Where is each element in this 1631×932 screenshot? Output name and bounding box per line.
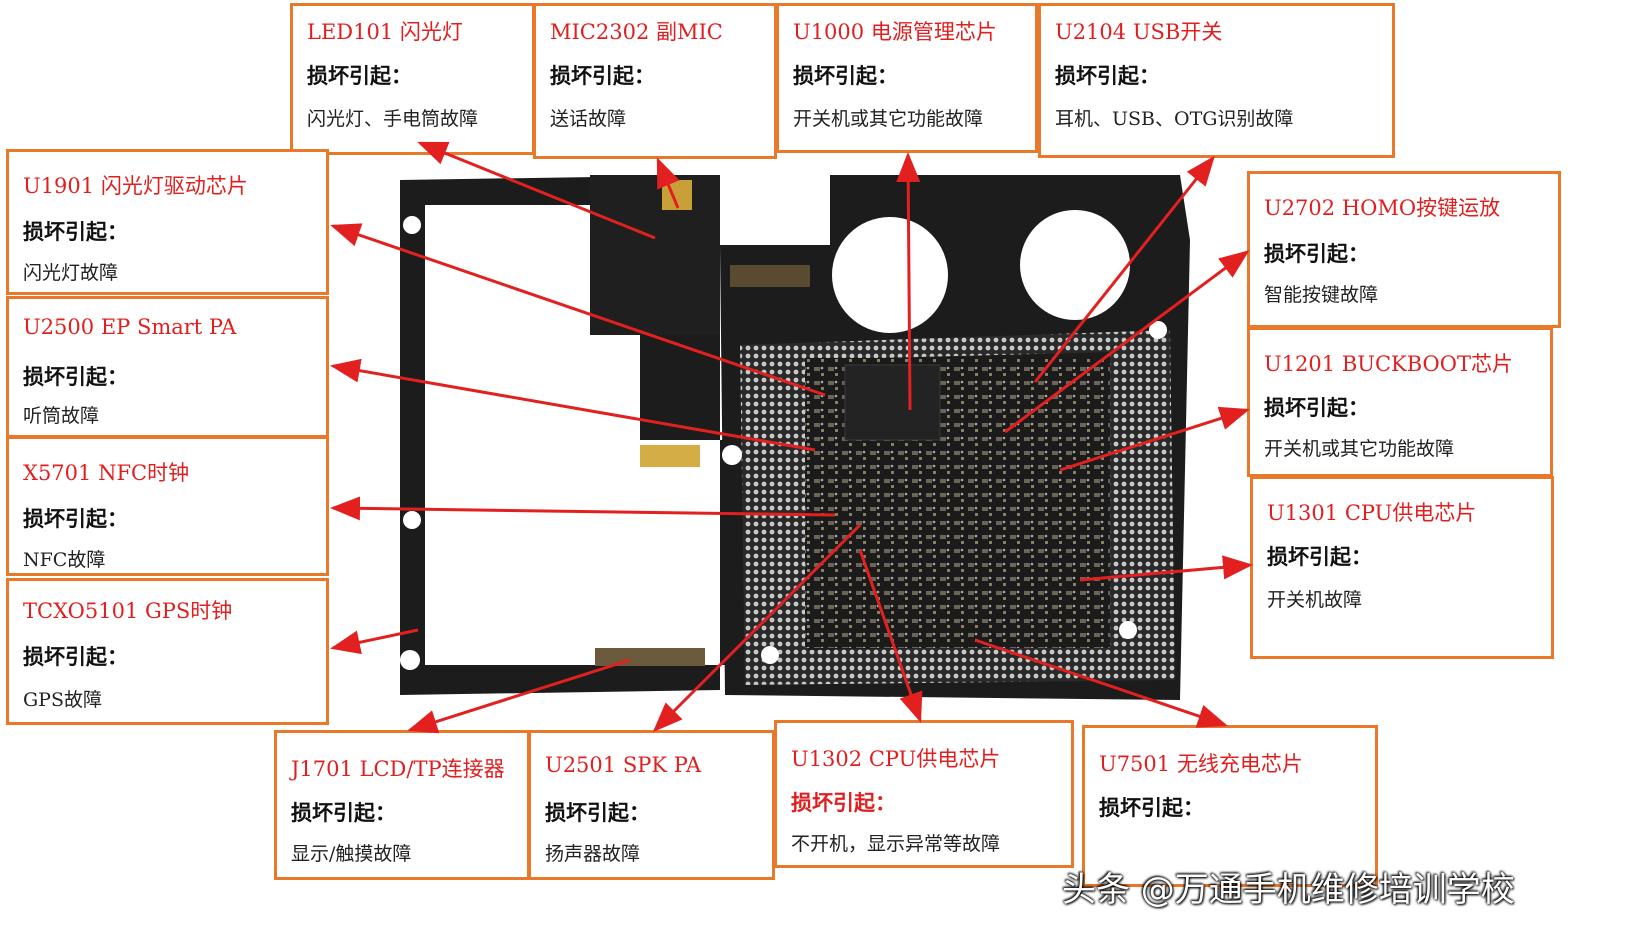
lcd-connector bbox=[595, 648, 705, 666]
label-x5701: X5701 NFC时钟 损坏引起： NFC故障 bbox=[6, 436, 329, 576]
label-tcxo5101: TCXO5101 GPS时钟 损坏引起： GPS故障 bbox=[6, 578, 329, 725]
label-fault: 开关机故障 bbox=[1267, 589, 1363, 611]
label-cause: 损坏引起： bbox=[550, 63, 655, 88]
label-title: TCXO5101 GPS时钟 bbox=[23, 599, 233, 623]
label-u1201: U1201 BUCKBOOT芯片 损坏引起： 开关机或其它功能故障 bbox=[1247, 327, 1553, 477]
label-u1301: U1301 CPU供电芯片 损坏引起： 开关机故障 bbox=[1250, 476, 1554, 659]
flex-connector bbox=[730, 265, 810, 287]
label-cause: 损坏引起： bbox=[1055, 63, 1160, 88]
label-u1302: U1302 CPU供电芯片 损坏引起： 不开机，显示异常等故障 bbox=[774, 720, 1074, 868]
label-mic2302: MIC2302 副MIC 损坏引起： 送话故障 bbox=[533, 3, 777, 159]
label-j1701: J1701 LCD/TP连接器 损坏引起： 显示/触摸故障 bbox=[274, 730, 530, 880]
label-fault: 开关机或其它功能故障 bbox=[793, 108, 984, 130]
label-cause: 损坏引起： bbox=[1099, 795, 1204, 820]
label-title: U2501 SPK PA bbox=[545, 753, 702, 777]
label-cause: 损坏引起： bbox=[291, 800, 396, 825]
label-title: U1301 CPU供电芯片 bbox=[1267, 501, 1477, 525]
label-title: J1701 LCD/TP连接器 bbox=[291, 757, 505, 781]
label-title: MIC2302 副MIC bbox=[550, 20, 723, 44]
label-u7501: U7501 无线充电芯片 损坏引起： bbox=[1082, 725, 1378, 887]
label-u2702: U2702 HOMO按键运放 损坏引起： 智能按键故障 bbox=[1247, 171, 1561, 328]
label-cause: 损坏引起： bbox=[23, 364, 128, 389]
label-u1000: U1000 电源管理芯片 损坏引起： 开关机或其它功能故障 bbox=[776, 3, 1038, 153]
label-title: U7501 无线充电芯片 bbox=[1099, 752, 1303, 776]
label-fault: 送话故障 bbox=[550, 108, 627, 130]
label-cause: 损坏引起： bbox=[23, 219, 128, 244]
label-title: U2500 EP Smart PA bbox=[23, 315, 237, 339]
label-led101: LED101 闪光灯 损坏引起： 闪光灯、手电筒故障 bbox=[290, 3, 535, 155]
label-u2500: U2500 EP Smart PA 损坏引起： 听筒故障 bbox=[6, 296, 329, 438]
label-title: X5701 NFC时钟 bbox=[23, 461, 190, 485]
label-fault: 开关机或其它功能故障 bbox=[1264, 438, 1455, 460]
label-title: U1302 CPU供电芯片 bbox=[791, 747, 1001, 771]
label-fault: 扬声器故障 bbox=[545, 843, 641, 865]
label-fault: 闪光灯故障 bbox=[23, 262, 119, 284]
label-title: U1201 BUCKBOOT芯片 bbox=[1264, 352, 1513, 376]
label-cause: 损坏引起： bbox=[791, 790, 896, 815]
label-fault: 闪光灯、手电筒故障 bbox=[307, 108, 479, 130]
camera-hole-right bbox=[1020, 210, 1130, 320]
label-title: U2702 HOMO按键运放 bbox=[1264, 196, 1501, 220]
label-fault: 智能按键故障 bbox=[1264, 284, 1379, 306]
label-u1901: U1901 闪光灯驱动芯片 损坏引起： 闪光灯故障 bbox=[6, 149, 329, 295]
label-cause: 损坏引起： bbox=[545, 800, 650, 825]
label-cause: 损坏引起： bbox=[23, 506, 128, 531]
label-fault: NFC故障 bbox=[23, 549, 106, 571]
label-fault: 听筒故障 bbox=[23, 405, 100, 427]
label-title: LED101 闪光灯 bbox=[307, 20, 463, 44]
label-cause: 损坏引起： bbox=[307, 63, 412, 88]
label-u2501: U2501 SPK PA 损坏引起： 扬声器故障 bbox=[528, 730, 775, 880]
label-u2104: U2104 USB开关 损坏引起： 耳机、USB、OTG识别故障 bbox=[1038, 3, 1395, 158]
label-cause: 损坏引起： bbox=[1267, 544, 1372, 569]
board-top-section bbox=[590, 175, 720, 335]
label-title: U2104 USB开关 bbox=[1055, 20, 1223, 44]
watermark: 头条 @万通手机维修培训学校 bbox=[1062, 870, 1515, 910]
label-cause: 损坏引起： bbox=[23, 644, 128, 669]
label-fault: 不开机，显示异常等故障 bbox=[791, 833, 1001, 855]
label-fault: 耳机、USB、OTG识别故障 bbox=[1055, 108, 1294, 130]
camera-hole-left bbox=[832, 217, 948, 333]
label-fault: 显示/触摸故障 bbox=[291, 843, 412, 865]
label-fault: GPS故障 bbox=[23, 689, 102, 711]
label-title: U1000 电源管理芯片 bbox=[793, 20, 997, 44]
label-title: U1901 闪光灯驱动芯片 bbox=[23, 174, 248, 198]
label-cause: 损坏引起： bbox=[1264, 241, 1369, 266]
label-cause: 损坏引起： bbox=[793, 63, 898, 88]
power-chip bbox=[844, 364, 941, 441]
mic-pad bbox=[662, 180, 692, 210]
label-cause: 损坏引起： bbox=[1264, 395, 1369, 420]
